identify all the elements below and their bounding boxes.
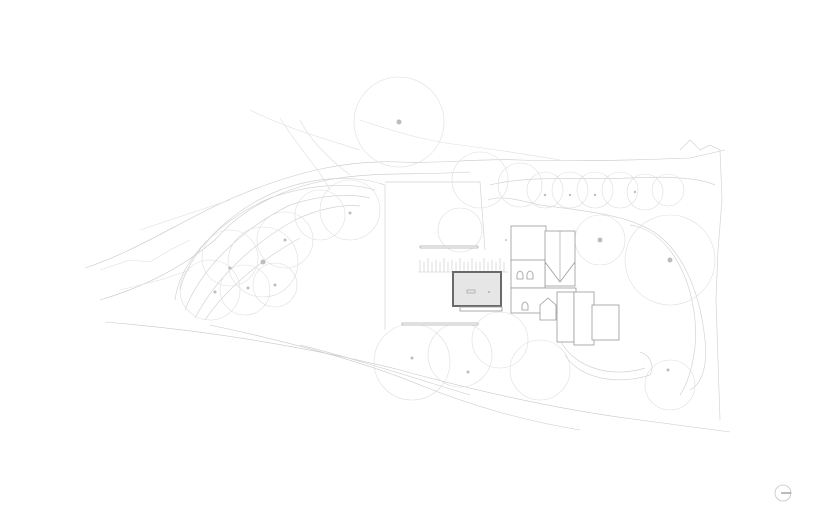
- site-walls: [401, 245, 508, 326]
- tree-trunks: [213, 119, 673, 374]
- house-footprint: [505, 225, 620, 346]
- pool: [452, 271, 503, 312]
- tree-canopies: [179, 76, 716, 411]
- contour-lines: [84, 109, 731, 433]
- north-arrow-icon: [774, 484, 792, 502]
